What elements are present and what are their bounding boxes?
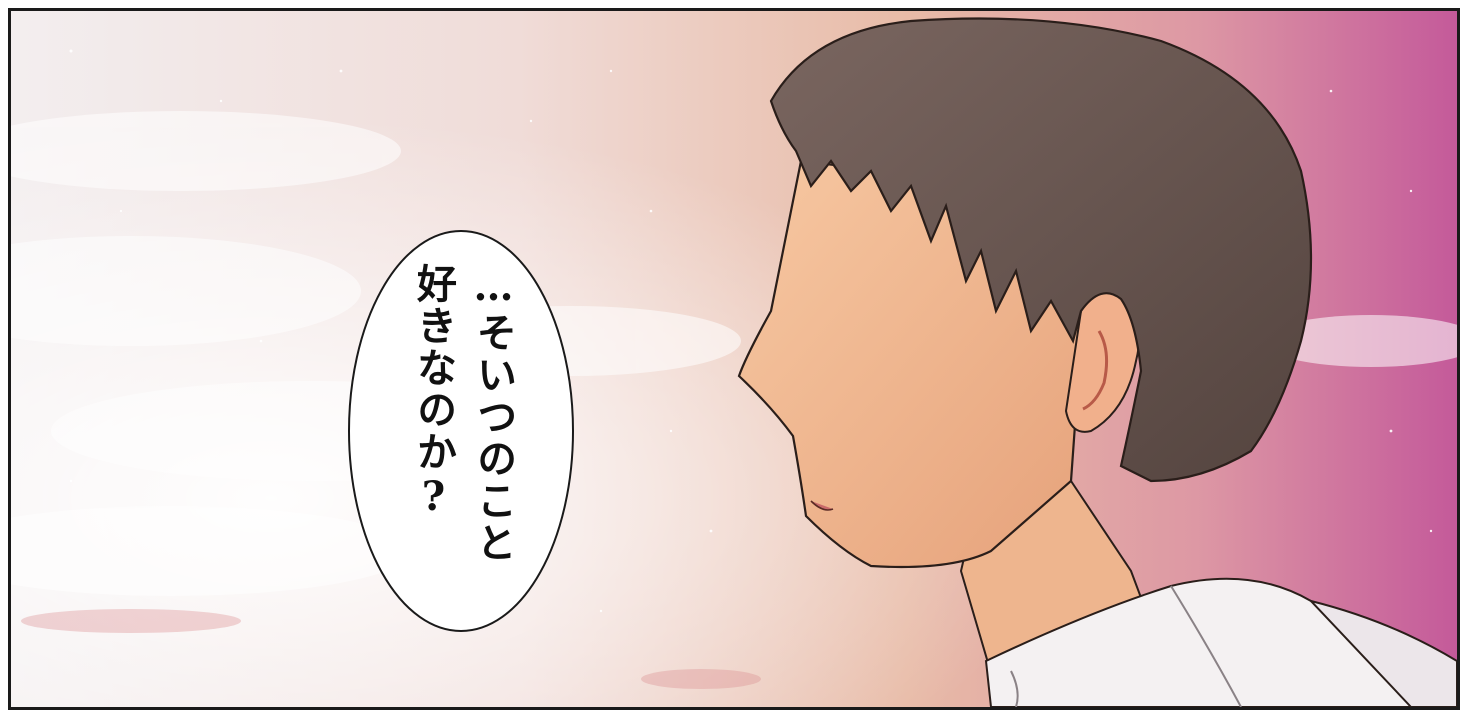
speech-bubble xyxy=(348,230,574,632)
hair xyxy=(769,17,1313,483)
boy-figure xyxy=(737,17,1457,707)
bubble-line-2: 好きなのか? xyxy=(410,263,457,522)
comic-panel: …そいつのこと 好きなのか? xyxy=(8,8,1460,710)
pink-clouds xyxy=(21,609,761,689)
bubble-line-1: …そいつのこと xyxy=(470,263,517,564)
scene-illustration xyxy=(11,11,1457,707)
speech-bubble-text: …そいつのこと 好きなのか? xyxy=(403,263,523,603)
mouth xyxy=(810,500,834,511)
shoulder xyxy=(1307,599,1457,707)
